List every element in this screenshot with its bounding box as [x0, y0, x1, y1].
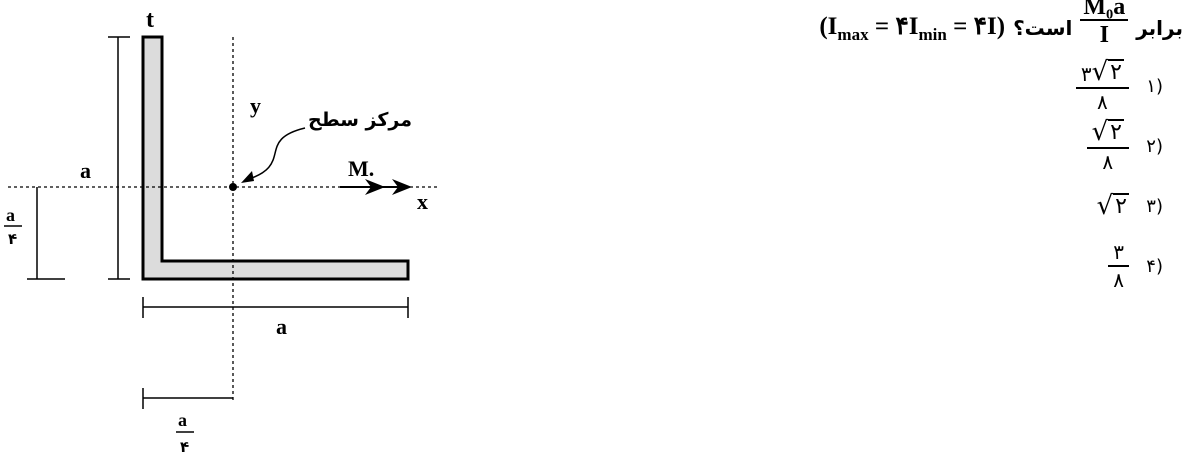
label-width: a — [276, 314, 287, 339]
cond-imax: I — [827, 13, 838, 40]
option-2-denominator: ۸ — [1102, 150, 1114, 175]
label-y: y — [250, 93, 261, 118]
option-1-sqrt: √۲ — [1091, 57, 1124, 88]
option-3-sqrt: √۲ — [1096, 191, 1129, 222]
option-1-label: (۱ — [1146, 75, 1163, 97]
option-3[interactable]: (۳ √۲ — [623, 176, 1183, 236]
label-t: t — [146, 7, 154, 33]
moment-arrowhead-2 — [392, 179, 412, 195]
option-4-numerator: ۳ — [1108, 241, 1129, 267]
option-1-denominator: ۸ — [1097, 90, 1108, 115]
cond-imax-sub: max — [837, 25, 869, 44]
option-3-label: (۳ — [1146, 195, 1163, 217]
option-2-fraction: √۲ ۸ — [1086, 117, 1129, 175]
centroid-point — [229, 183, 237, 191]
cond-eq1: = ۴ — [868, 13, 909, 40]
label-height: a — [80, 158, 91, 183]
option-2-label: (۲ — [1146, 135, 1163, 157]
question-line: برابر M₀a I است؟ (Imax = ۴Imin = ۴I) — [623, 0, 1183, 56]
cond-imin-sub: min — [918, 25, 947, 44]
question-block: برابر M₀a I است؟ (Imax = ۴Imin = ۴I) (۱ … — [623, 0, 1183, 296]
option-1-fraction: ۳ √۲ ۸ — [1075, 57, 1129, 115]
label-centroid: مرکز سطح — [308, 109, 412, 131]
question-suffix: است؟ — [1013, 16, 1073, 40]
angle-section-diagram: t y x M. مرکز سطح a a a ۴ a ۴ — [4, 7, 438, 456]
option-4-label: (۴ — [1146, 255, 1163, 277]
option-1-numerator: ۳ √۲ — [1075, 57, 1129, 90]
option-1[interactable]: (۱ ۳ √۲ ۸ — [623, 56, 1183, 116]
option-4[interactable]: (۴ ۳ ۸ — [623, 236, 1183, 296]
x-offset-frac-num: a — [178, 410, 187, 430]
offset-frac-num: a — [6, 205, 15, 225]
option-1-radicand: ۲ — [1108, 58, 1124, 85]
question-prefix: برابر — [1136, 16, 1183, 40]
option-4-fraction: ۳ ۸ — [1108, 241, 1129, 291]
option-1-coef: ۳ — [1080, 62, 1092, 87]
stress-expression-den: I — [1099, 22, 1109, 48]
moment-arrowhead-1 — [365, 179, 385, 195]
option-2[interactable]: (۲ √۲ ۸ — [623, 116, 1183, 176]
stress-expression: M₀a I — [1080, 0, 1129, 48]
cond-open: ( — [819, 13, 828, 40]
centroid-leader — [245, 127, 306, 181]
label-x: x — [417, 189, 428, 214]
cond-imin: I — [908, 13, 919, 40]
label-moment: M. — [348, 156, 374, 181]
x-offset-frac-den: ۴ — [180, 438, 189, 456]
inertia-condition: (Imax = ۴Imin = ۴I) — [819, 11, 1005, 45]
centroid-leader-arrowhead — [241, 171, 254, 183]
option-2-sqrt: √۲ — [1091, 117, 1124, 148]
option-2-numerator: √۲ — [1086, 117, 1129, 150]
angle-section-shape — [141, 35, 410, 281]
option-2-radicand: ۲ — [1108, 118, 1124, 145]
option-3-radicand: ۲ — [1113, 192, 1129, 219]
offset-frac-den: ۴ — [8, 230, 17, 248]
option-4-denominator: ۸ — [1113, 268, 1124, 292]
cond-eq2: = ۴I) — [946, 13, 1006, 40]
stress-expression-num: M₀a — [1080, 0, 1129, 21]
